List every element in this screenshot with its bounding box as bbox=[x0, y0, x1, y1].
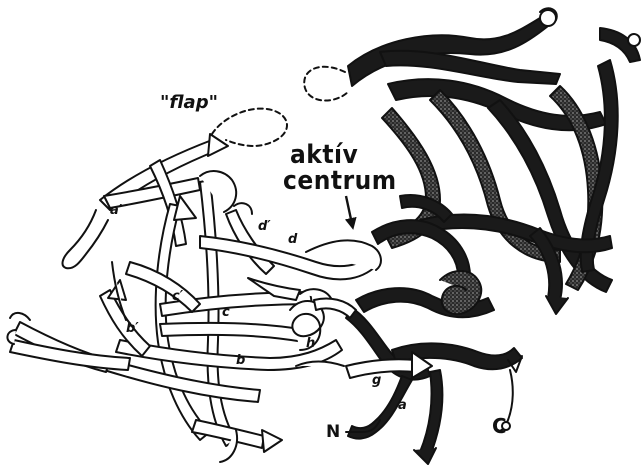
strand-label-c: c bbox=[222, 306, 230, 319]
strand-label-h: h bbox=[306, 337, 315, 350]
dark-strand-top2 bbox=[380, 51, 560, 84]
strand-label-d: d bbox=[288, 233, 297, 246]
strand-label-b-prime: b′ bbox=[126, 322, 139, 335]
strand-label-a: a bbox=[398, 399, 407, 412]
strand-label-a-prime: a′ bbox=[110, 204, 122, 217]
right-domain bbox=[304, 8, 640, 464]
active-site-label-line2: centrum bbox=[283, 168, 397, 194]
flap-label: "flap" bbox=[160, 94, 218, 112]
n-terminus-label: N bbox=[326, 424, 340, 441]
strand-label-g: g bbox=[372, 374, 381, 387]
dashed-loop-right bbox=[304, 67, 348, 101]
active-site-arrow bbox=[346, 196, 352, 224]
flap-dashed-loop bbox=[212, 109, 287, 146]
left-domain bbox=[7, 109, 522, 462]
active-site-label-line1: aktív bbox=[290, 142, 358, 168]
strand-label-b: b bbox=[236, 354, 245, 367]
strand-c2 bbox=[160, 323, 306, 342]
dark-loop-top bbox=[540, 10, 556, 26]
strand-label-d-prime: d′ bbox=[258, 220, 271, 233]
c-terminus-label: C bbox=[492, 416, 507, 436]
strand-label-c-prime: c′ bbox=[172, 290, 183, 303]
